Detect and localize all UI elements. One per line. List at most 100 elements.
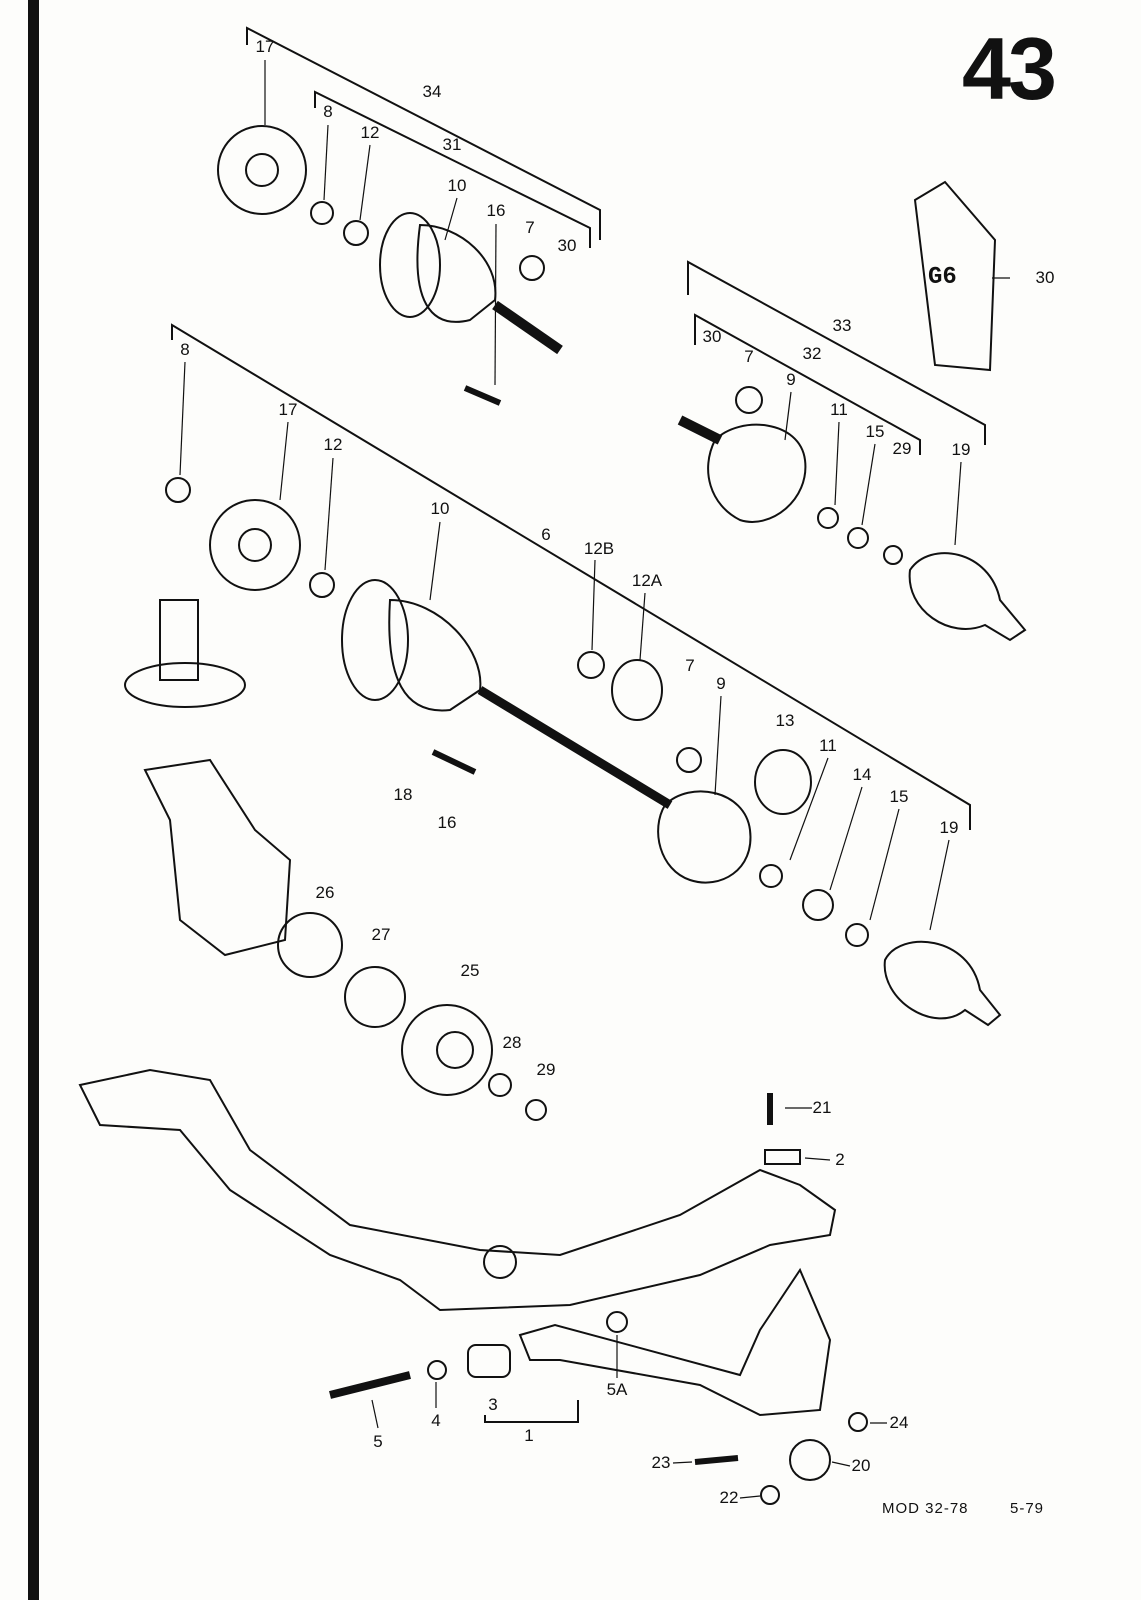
axle-shaft [477, 686, 673, 809]
callout-label: 4 [431, 1411, 441, 1430]
joint-9 [657, 790, 752, 884]
callout-label: 19 [939, 818, 959, 837]
bracket-31 [314, 90, 591, 248]
bolt-23 [694, 1455, 739, 1465]
callout-label: 20 [851, 1456, 871, 1475]
callout-label: 19 [951, 440, 971, 459]
callout-label: 29 [536, 1060, 556, 1079]
callout-label: 12B [583, 539, 615, 558]
clamp-7 [676, 747, 702, 773]
ball-joint-20 [789, 1439, 831, 1481]
circlip-8 [165, 477, 191, 503]
callout-label: 11 [830, 400, 848, 419]
washer-11 [759, 864, 783, 888]
callout-label: 18 [393, 785, 413, 804]
flange-17 [209, 499, 301, 591]
subframe [78, 1068, 837, 1312]
bolt-16-top [463, 385, 502, 406]
callout-label: 25 [460, 961, 480, 980]
callout-label: 11 [819, 736, 837, 755]
clamp-7-top [519, 255, 545, 281]
bracket-1 [484, 1400, 579, 1423]
callout-label: 12 [360, 123, 380, 142]
clamp-7-upper [735, 386, 763, 414]
callout-label: 7 [525, 218, 535, 237]
callout-label: 30 [1035, 268, 1055, 287]
circlip-27 [344, 966, 406, 1028]
bolt-16 [431, 749, 477, 775]
flange-17-top [217, 125, 307, 215]
callout-label: 16 [486, 201, 506, 220]
callout-label: 26 [315, 883, 335, 902]
washer-12-top [343, 220, 369, 246]
bracket-34 [246, 26, 601, 240]
bolt-5 [329, 1371, 411, 1399]
callout-label: 2 [835, 1150, 845, 1169]
grease-tube [913, 180, 997, 372]
bracket-33 [687, 260, 986, 445]
joint-10-top [379, 212, 441, 318]
nut-29-upper [883, 545, 903, 565]
bearing-26 [277, 912, 343, 978]
circlip-8-top [310, 201, 334, 225]
boot-10 [388, 598, 482, 712]
callout-label: 9 [786, 370, 796, 389]
callout-label: 16 [437, 813, 457, 832]
callout-label: 9 [716, 674, 726, 693]
nut-24 [848, 1412, 868, 1432]
nut-22 [760, 1485, 780, 1505]
control-arm [518, 1267, 832, 1417]
callout-label: 7 [744, 347, 754, 366]
callout-label: 28 [502, 1033, 522, 1052]
callout-label: 30 [557, 236, 577, 255]
scan-edge-bar [28, 0, 39, 1600]
callout-label: 7 [685, 656, 695, 675]
callout-label: 22 [719, 1488, 739, 1507]
joint-9-upper [707, 423, 807, 523]
callout-label: 10 [447, 176, 467, 195]
ring-12A [611, 659, 663, 721]
callout-label: 6 [541, 525, 551, 544]
outer-joint-19 [883, 940, 1002, 1027]
bracket-32 [694, 313, 921, 455]
grease-tube-label: G6 [928, 264, 957, 291]
joint-10 [341, 579, 409, 701]
callout-label: 30 [702, 327, 722, 346]
callout-label: 5A [606, 1380, 628, 1399]
callout-label: 8 [323, 102, 333, 121]
ring-12B [577, 651, 605, 679]
model-code: MOD 32-78 [882, 1500, 969, 1517]
circlip-15 [845, 923, 869, 947]
callout-label: 8 [180, 340, 190, 359]
cup-14 [802, 889, 834, 921]
callout-label: 12 [323, 435, 343, 454]
callout-label: 13 [775, 711, 795, 730]
callout-label: 27 [371, 925, 391, 944]
bushing-3 [467, 1344, 511, 1378]
circlip-15-upper [847, 527, 869, 549]
callout-label: 21 [812, 1098, 832, 1117]
callout-label: 32 [802, 344, 822, 363]
callout-label: 17 [255, 37, 275, 56]
callout-label: 15 [889, 787, 909, 806]
outer-joint-19-upper [908, 552, 1027, 642]
strut-tube [159, 599, 199, 681]
callout-label: 12A [631, 571, 663, 590]
callout-label: 3 [488, 1395, 498, 1414]
washer-11-upper [817, 507, 839, 529]
diagram-date: 5-79 [1010, 1500, 1045, 1517]
washer-12 [309, 572, 335, 598]
callout-label: 29 [892, 439, 912, 458]
callout-label: 31 [442, 135, 462, 154]
callout-label: 23 [651, 1453, 671, 1472]
callout-label: 24 [889, 1413, 909, 1432]
page-number: 43 [962, 19, 1057, 118]
boot-top [416, 223, 497, 323]
nut-29 [525, 1099, 547, 1121]
plate-2 [764, 1149, 801, 1165]
callout-label: 14 [852, 765, 872, 784]
callout-label: 10 [430, 499, 450, 518]
spring-plate [124, 662, 246, 708]
hub-25 [401, 1004, 493, 1096]
